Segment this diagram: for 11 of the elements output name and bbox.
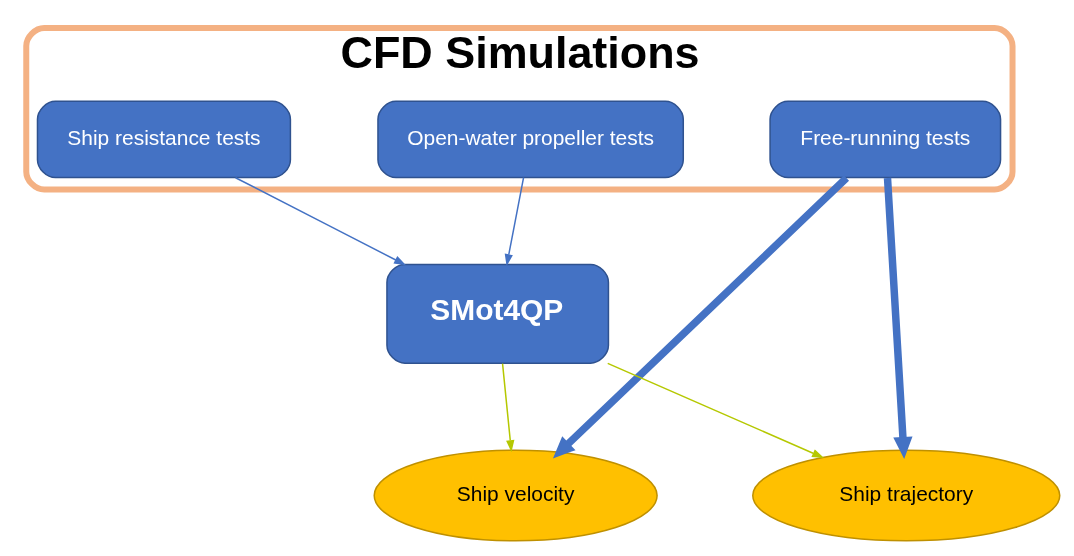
arrow [883,177,913,459]
arrow [606,362,825,458]
arrow [234,176,407,265]
node-box: SMot4QP [386,263,610,364]
arrow [552,174,850,458]
node-box: Ship resistance tests [36,100,292,178]
node-box: Free-running tests [769,100,1002,178]
node-ellipse: Ship velocity [373,448,658,542]
arrow [504,176,525,266]
arrow [501,362,515,452]
node-box: Open-water propeller tests [377,100,684,178]
